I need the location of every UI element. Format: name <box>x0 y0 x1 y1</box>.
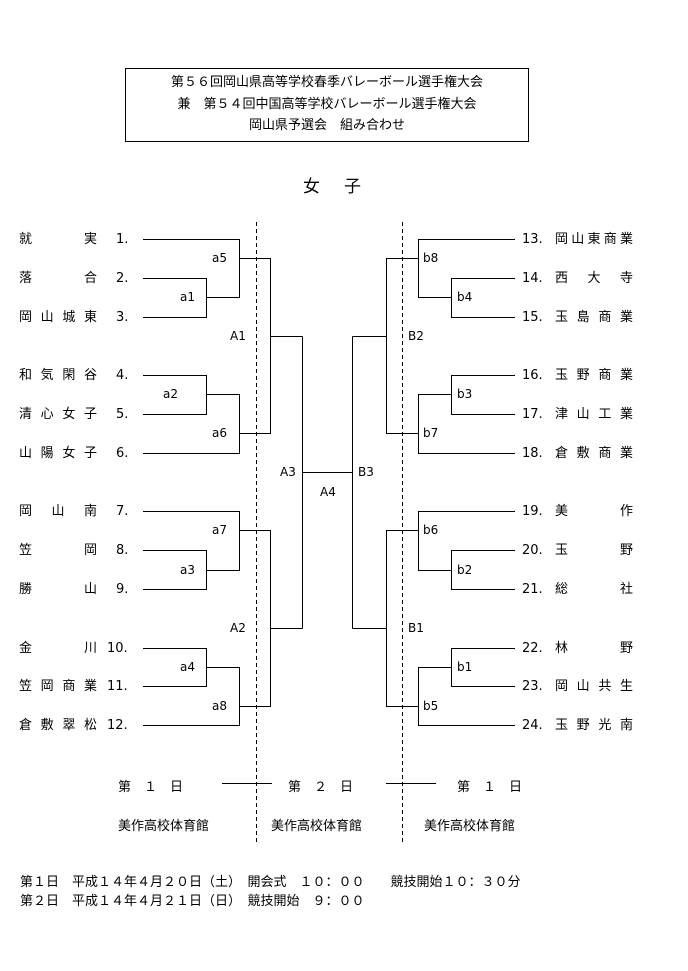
match-label-b1: b1 <box>457 660 473 674</box>
match-label-a5: a5 <box>212 251 227 265</box>
team-name: 玉野商業 <box>555 368 633 383</box>
match-label-a3: a3 <box>180 563 195 577</box>
team-number: 20. <box>522 543 543 558</box>
team-name: 玉島商業 <box>555 310 633 325</box>
team-number: 14. <box>522 271 543 286</box>
team-name: 玉野光南 <box>555 718 633 733</box>
team-number: 8. <box>116 543 129 558</box>
team-name: 倉敷翠松 <box>19 718 97 733</box>
match-label-b8: b8 <box>423 251 439 265</box>
day-label-center: 第 ２ 日 <box>288 780 354 795</box>
team-name: 倉敷商業 <box>555 446 633 461</box>
match-label-B2: B2 <box>408 329 424 343</box>
team-name: 就実 <box>19 232 97 247</box>
match-label-b5: b5 <box>423 699 439 713</box>
team-number: 5. <box>116 407 129 422</box>
day-label-left: 第 １ 日 <box>118 780 184 795</box>
day-label-right: 第 １ 日 <box>457 780 523 795</box>
team-number: 1. <box>116 232 129 247</box>
match-label-b3: b3 <box>457 387 473 401</box>
team-name: 岡山城東 <box>19 310 97 325</box>
team-name: 和気閑谷 <box>19 368 97 383</box>
team-name: 清心女子 <box>19 407 97 422</box>
team-number: 22. <box>522 641 543 656</box>
match-label-a7: a7 <box>212 523 227 537</box>
team-number: 7. <box>116 504 129 519</box>
match-label-a4: a4 <box>180 660 195 674</box>
match-label-B1: B1 <box>408 621 424 635</box>
team-number: 18. <box>522 446 543 461</box>
team-name: 落合 <box>19 271 97 286</box>
team-number: 9. <box>116 582 129 597</box>
match-label-b2: b2 <box>457 563 473 577</box>
schedule-day-2: 第２日 平成１４年４月２１日（日） 競技開始 ９：００ <box>20 894 365 909</box>
team-number: 12. <box>107 718 128 733</box>
match-label-a8: a8 <box>212 699 227 713</box>
team-number: 4. <box>116 368 129 383</box>
team-number: 10. <box>107 641 128 656</box>
match-label-a2: a2 <box>163 387 178 401</box>
team-number: 6. <box>116 446 129 461</box>
team-name: 笠岡商業 <box>19 679 97 694</box>
match-label-B3: B3 <box>358 465 374 479</box>
team-number: 3. <box>116 310 129 325</box>
team-number: 21. <box>522 582 543 597</box>
match-label-b6: b6 <box>423 523 439 537</box>
venue-center: 美作高校体育館 <box>271 819 363 834</box>
division-heading: 女子 <box>303 177 385 197</box>
match-label-A1: A1 <box>230 329 246 343</box>
team-name: 岡山南 <box>19 504 97 519</box>
team-name: 山陽女子 <box>19 446 97 461</box>
team-name: 津山工業 <box>555 407 633 422</box>
match-label-A4: A4 <box>320 485 336 499</box>
match-label-a1: a1 <box>180 290 195 304</box>
title-box: 第５６回岡山県高等学校春季バレーボール選手権大会 兼 第５４回中国高等学校バレー… <box>125 68 529 142</box>
venue-left: 美作高校体育館 <box>118 819 210 834</box>
match-label-A2: A2 <box>230 621 246 635</box>
title-line-3: 岡山県予選会 組み合わせ <box>248 118 405 133</box>
title-line-1: 第５６回岡山県高等学校春季バレーボール選手権大会 <box>170 75 483 90</box>
match-label-A3: A3 <box>280 465 296 479</box>
match-label-a6: a6 <box>212 426 227 440</box>
team-number: 17. <box>522 407 543 422</box>
team-name: 笠岡 <box>19 543 97 558</box>
team-number: 24. <box>522 718 543 733</box>
team-name: 岡山共生 <box>555 679 633 694</box>
team-name: 勝山 <box>19 582 97 597</box>
team-number: 11. <box>107 679 128 694</box>
team-name: 総社 <box>555 582 633 597</box>
team-number: 13. <box>522 232 543 247</box>
team-name: 林野 <box>555 641 633 656</box>
match-label-b7: b7 <box>423 426 439 440</box>
team-name: 美作 <box>555 504 633 519</box>
team-name: 岡山東商業 <box>555 232 633 247</box>
team-name: 金川 <box>19 641 97 656</box>
team-number: 2. <box>116 271 129 286</box>
schedule-day-1: 第１日 平成１４年４月２０日（土） 開会式 １０：００ 競技開始１０：３０分 <box>20 875 521 890</box>
team-name: 玉野 <box>555 543 633 558</box>
team-number: 15. <box>522 310 543 325</box>
team-number: 16. <box>522 368 543 383</box>
venue-right: 美作高校体育館 <box>424 819 516 834</box>
match-label-b4: b4 <box>457 290 473 304</box>
team-name: 西大寺 <box>555 271 633 286</box>
title-line-2: 兼 第５４回中国高等学校バレーボール選手権大会 <box>177 97 477 112</box>
team-number: 19. <box>522 504 543 519</box>
team-number: 23. <box>522 679 543 694</box>
